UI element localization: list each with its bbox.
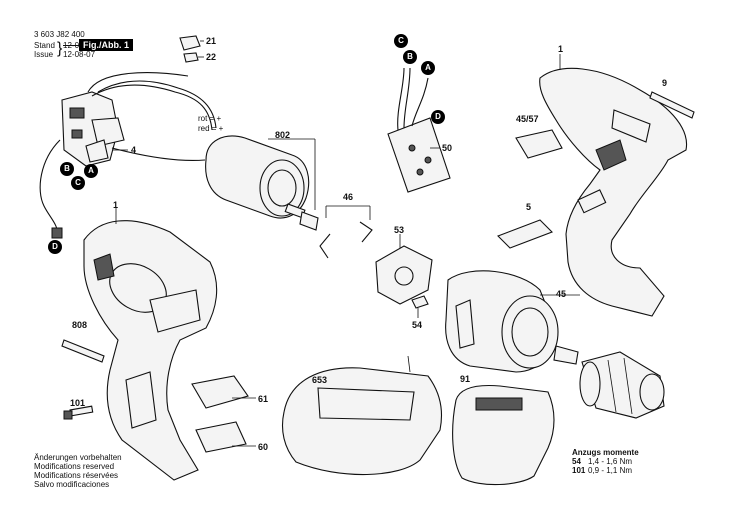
wire-bundle-top-2 [97, 80, 217, 129]
callout-45-57: 45/57 [516, 114, 539, 124]
callout-61: 61 [258, 394, 269, 404]
callout-54: 54 [412, 320, 423, 330]
callout-91: 91 [460, 374, 471, 384]
torque-title: Anzugs momente [572, 448, 639, 457]
torque-row-part: 54 [572, 457, 581, 466]
callout-46: 46 [343, 192, 354, 202]
clips [319, 205, 373, 259]
marker-b-top: B [403, 50, 417, 64]
marker-b-left: B [60, 162, 74, 176]
contact-part-60 [195, 421, 247, 453]
callout-808: 808 [72, 320, 88, 330]
screw [63, 405, 94, 420]
switch-assembly [61, 91, 125, 167]
marker-a-top: A [421, 61, 435, 75]
battery [452, 384, 555, 486]
marker-c-left: C [71, 176, 85, 190]
callout-9: 9 [662, 78, 668, 88]
torque-row-value: 1,4 - 1,6 Nm [588, 457, 633, 466]
callout-802: 802 [275, 130, 291, 140]
wire-plug [51, 227, 63, 239]
callout-1-left: 1 [113, 200, 119, 210]
callout-22: 22 [206, 52, 217, 62]
callout-45: 45 [556, 289, 567, 299]
switch-cover [515, 129, 563, 159]
callout-1-right: 1 [558, 44, 564, 54]
figure-label: Fig./Abb. 1 [79, 39, 133, 51]
document-number: 3 603 J82 400 [34, 30, 85, 39]
callout-4: 4 [131, 145, 137, 155]
callout-21: 21 [206, 36, 217, 46]
modifications-es: Salvo modificaciones [34, 480, 110, 489]
gearbox [445, 270, 579, 373]
callout-50: 50 [442, 143, 453, 153]
contact-part-61 [191, 375, 249, 409]
issue-date: 12-08-07 [63, 50, 96, 59]
marker-d-left: D [48, 240, 62, 254]
connector-parts [179, 35, 204, 63]
modifications-de: Änderungen vorbehalten [34, 453, 122, 462]
label-strip-808 [61, 339, 105, 363]
housing-half-left [83, 220, 218, 481]
marker-a-left: A [84, 164, 98, 178]
motor-plate [375, 245, 433, 309]
callout-60: 60 [258, 442, 269, 452]
marker-c-top: C [394, 34, 408, 48]
callout-653: 653 [312, 375, 328, 385]
modifications-en: Modifications reserved [34, 462, 115, 471]
stand-label: Stand [34, 41, 55, 50]
issue-label: Issue [34, 50, 54, 59]
housing-half-right [539, 67, 688, 317]
callout-101: 101 [70, 398, 86, 408]
brace-symbol: } [57, 40, 63, 57]
wire-to-connector [87, 72, 189, 93]
wire-motor [111, 147, 206, 162]
circuit-board [387, 67, 451, 193]
charger [281, 355, 443, 476]
wire-bundle-top [91, 84, 213, 131]
motor [205, 135, 319, 231]
callout-53: 53 [394, 225, 405, 235]
modifications-fr: Modifications réservées [34, 471, 119, 480]
wire-legend-red: rot = + [198, 114, 222, 123]
chuck [579, 351, 665, 419]
label-strip-9 [649, 91, 695, 119]
marker-d-top: D [431, 110, 445, 124]
wire-to-d [39, 139, 61, 237]
wire-legend-rot: red = + [198, 124, 224, 133]
slide-5 [497, 219, 553, 249]
callout-5: 5 [526, 202, 532, 212]
torque-row-part: 101 [572, 466, 586, 475]
torque-row-value: 0,9 - 1,1 Nm [588, 466, 633, 475]
